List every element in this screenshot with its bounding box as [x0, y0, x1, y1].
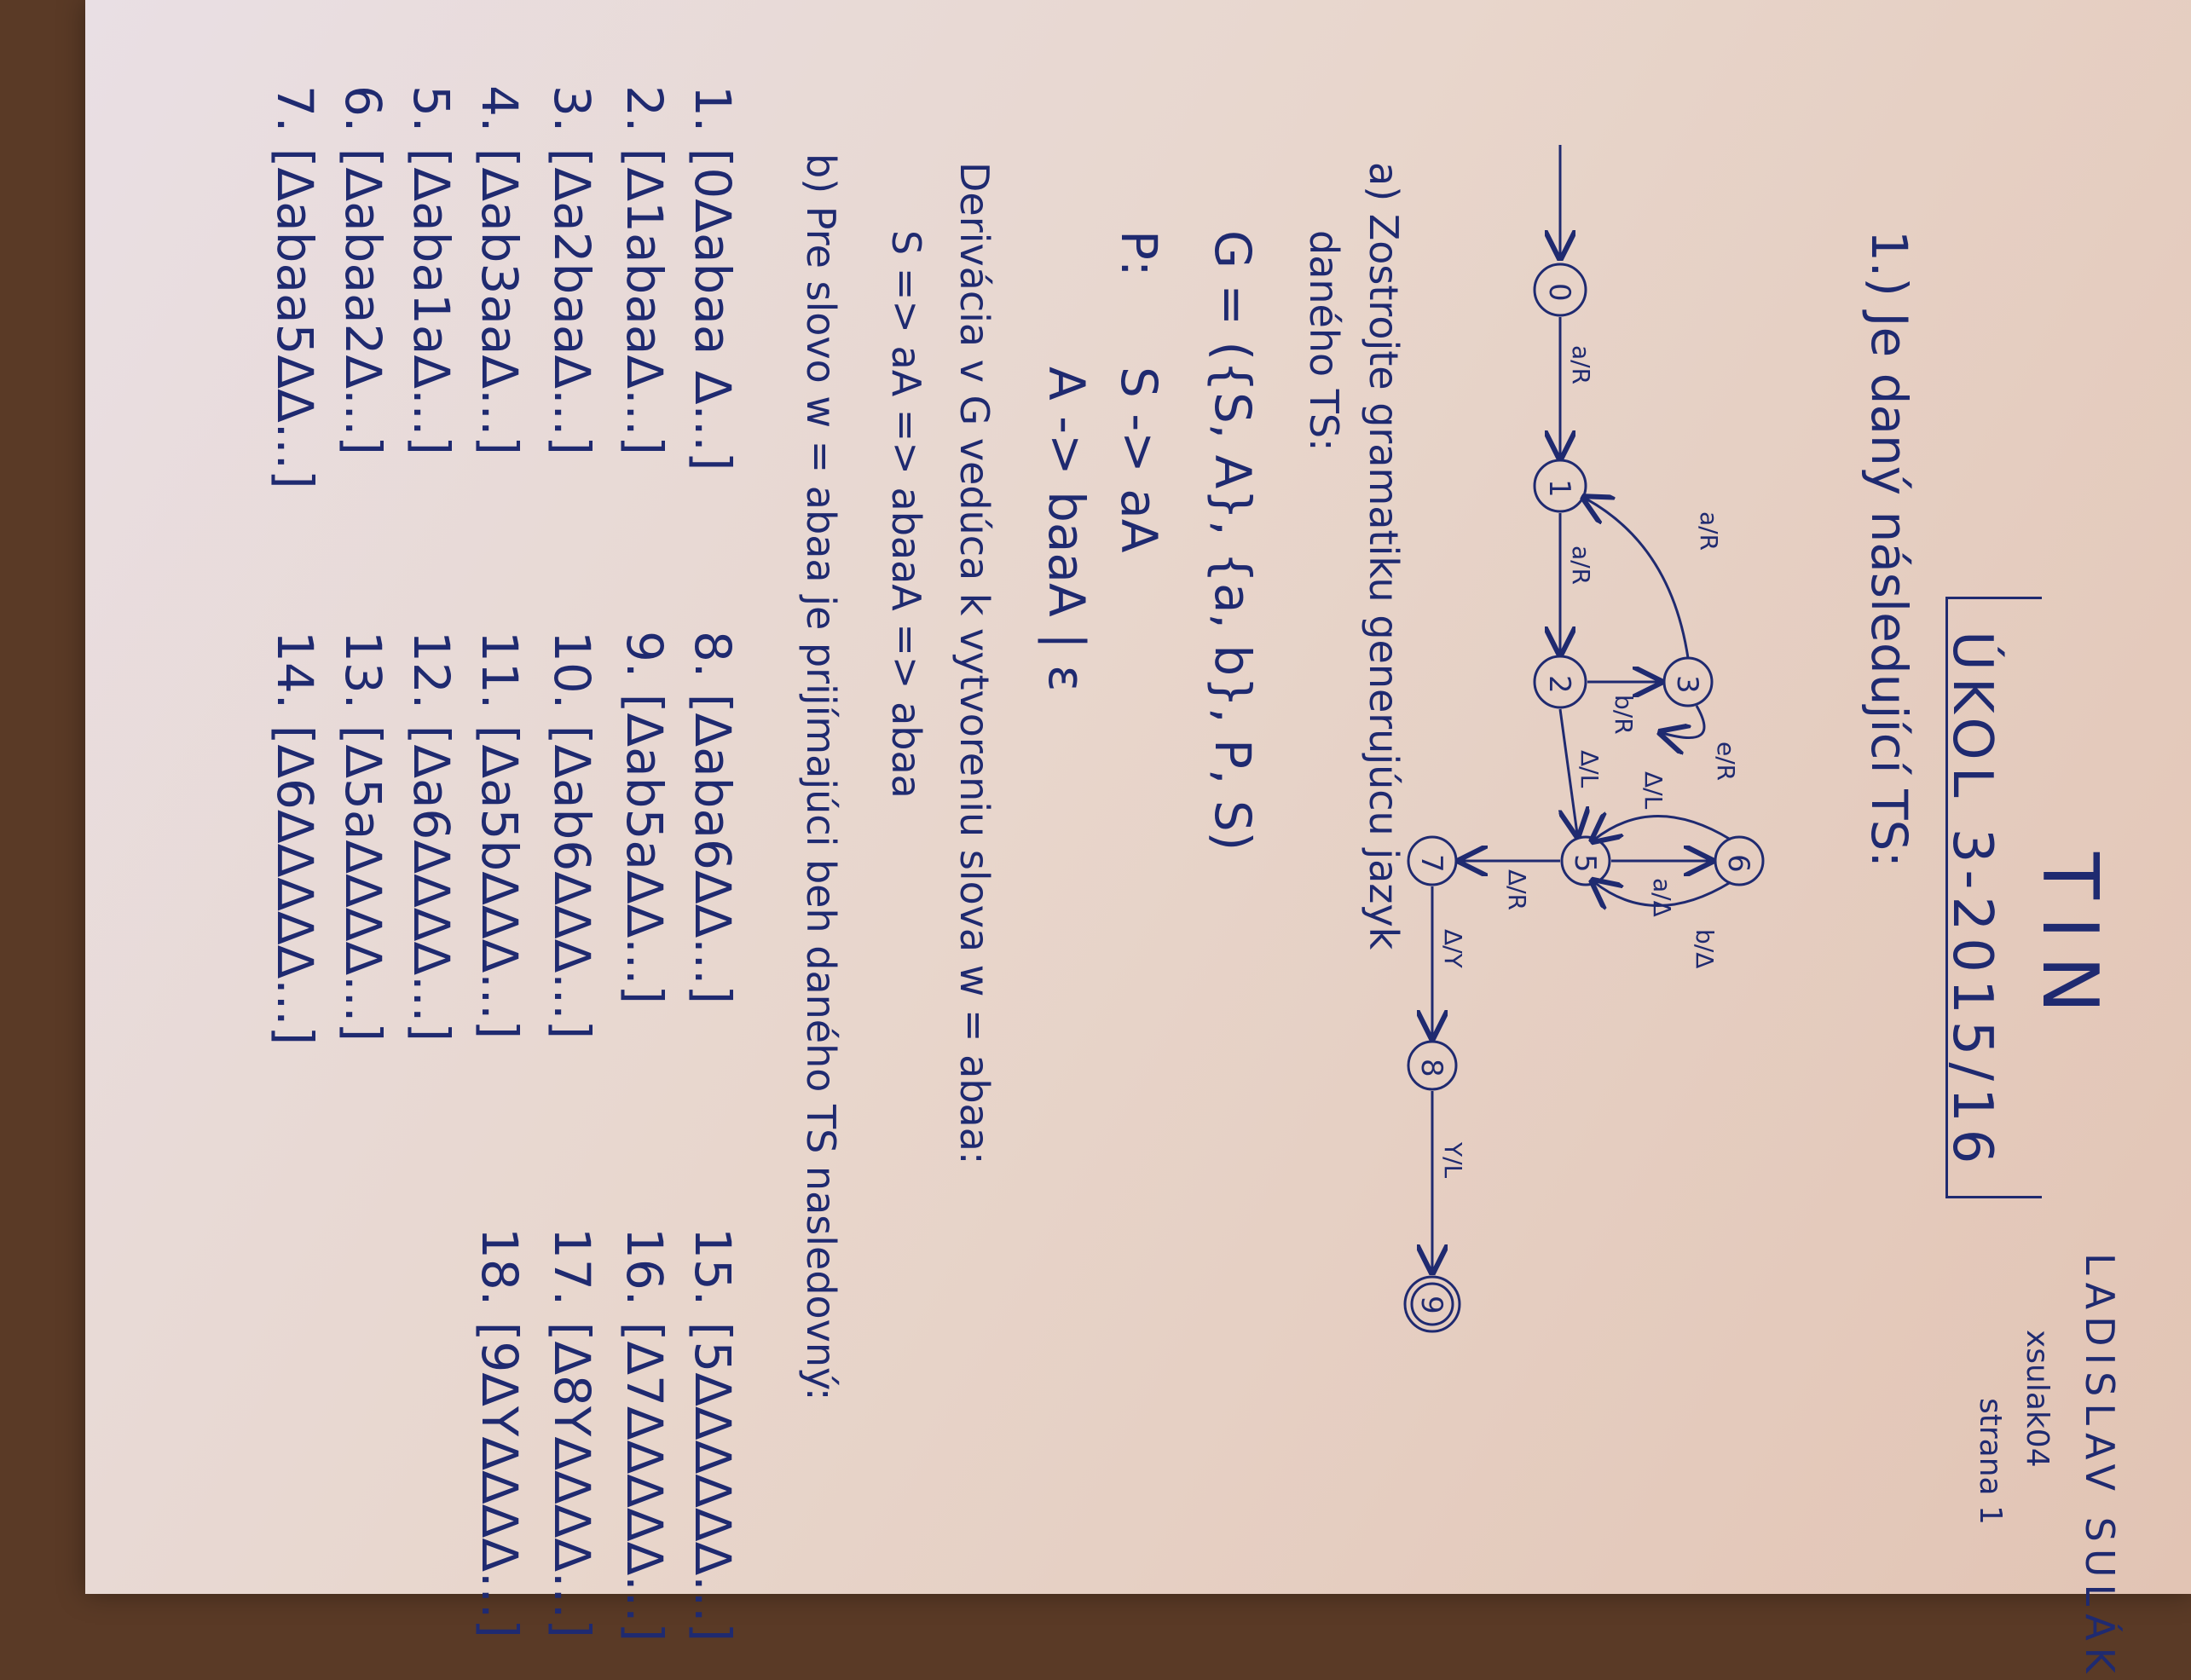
turing-machine-diagram: 0 1 2 3 5 6 7 8 9 a/R a/R a/R b/R e/R Δ/… [1403, 145, 1765, 1333]
run-step: 17. [Δ8YΔΔΔΔ...] [543, 1227, 601, 1638]
label-5-7: Δ/R [1503, 869, 1531, 910]
state-9 [1403, 1275, 1461, 1333]
paper-sheet [85, 0, 2191, 1594]
derivation-intro: Derivácia v G vedúca k vytvoreniu slova … [951, 162, 997, 1165]
label-1-2: a/R [1567, 546, 1595, 585]
assignment-box [1945, 597, 2042, 1198]
state-7 [1407, 835, 1458, 886]
rule-a: A -> baaA | ε [1038, 367, 1096, 692]
run-step: 8. [Δaba6ΔΔ...] [684, 631, 742, 1005]
arrow-6-5-left [1594, 817, 1731, 840]
state-label-1: 1 [1542, 479, 1576, 498]
label-2-5: Δ/L [1575, 750, 1604, 788]
arrow-2-5 [1560, 708, 1577, 834]
author-name: LADISLAV SULÁK [2077, 1253, 2123, 1680]
label-0-1: a/R [1567, 345, 1595, 384]
run-step: 6. [Δabaa2Δ...] [334, 85, 392, 456]
run-step: 9. [Δab5aΔΔ...] [616, 631, 673, 1005]
run-step: 1. [0Δabaa Δ...] [684, 85, 742, 471]
run-step: 12. [Δa6ΔΔΔΔ...] [402, 631, 460, 1042]
label-6-5-left: Δ/L [1639, 771, 1668, 810]
page-label: strana 1 [1973, 1398, 2008, 1525]
label-8-9: Y/L [1439, 1141, 1467, 1179]
arrow-6-5-right [1594, 882, 1731, 906]
label-3-1: a/R [1695, 511, 1723, 551]
run-step: 3. [Δa2baaΔ...] [543, 85, 601, 456]
part-a-heading-2: daného TS: [1301, 230, 1347, 452]
derivation: S => aA => abaaA => abaa [883, 230, 929, 799]
task1-heading: 1.) Je daný následující TS: [1860, 230, 1918, 868]
state-8 [1407, 1040, 1458, 1091]
label-5-6: a/Δ [1648, 878, 1676, 917]
state-label-9: 9 [1414, 1296, 1448, 1314]
grammar-definition: G = ({S, A}, {a, b}, P, S) [1204, 230, 1262, 852]
part-b-heading: b) Pre slovo w = abaa je prijímajúci beh… [798, 153, 844, 1401]
run-step: 11. [Δa5bΔΔΔ...] [471, 631, 529, 1040]
run-step: 15. [5ΔΔΔΔΔΔ...] [684, 1227, 742, 1642]
label-7-8: Δ/Y [1439, 929, 1467, 969]
state-label-5: 5 [1568, 854, 1602, 873]
state-9-accepting-ring [1410, 1282, 1454, 1326]
run-step: 10. [Δab6ΔΔΔ...] [543, 631, 601, 1040]
loop-3 [1662, 705, 1706, 738]
run-step: 13. [Δ5aΔΔΔΔ...] [334, 631, 392, 1042]
run-step: 14. [Δ6ΔΔΔΔΔ...] [266, 631, 324, 1046]
rules-label: P: [1110, 230, 1168, 277]
run-step: 18. [9ΔYΔΔΔΔ...] [471, 1227, 529, 1638]
state-label-2: 2 [1542, 675, 1576, 694]
rule-s: S -> aA [1110, 367, 1168, 553]
run-step: 5. [Δaba1aΔ...] [402, 85, 460, 456]
state-label-0: 0 [1542, 283, 1576, 302]
arrow-3-1 [1586, 499, 1690, 659]
label-2-3: b/R [1610, 695, 1638, 735]
run-step: 7. [Δabaa5ΔΔ...] [266, 85, 324, 489]
label-6-5-right: b/Δ [1691, 929, 1719, 968]
state-label-8: 8 [1414, 1059, 1448, 1077]
photo-stage: TIN ÚKOL 3-2015/16 LADISLAV SULÁK xsulak… [85, 0, 2191, 1680]
state-6 [1714, 835, 1765, 886]
run-step: 4. [Δab3aaΔ...] [471, 85, 529, 456]
part-a-heading: a) Zostrojte gramatiku generujúcu jazyk [1361, 162, 1407, 950]
state-label-3: 3 [1670, 675, 1704, 694]
state-label-7: 7 [1414, 854, 1448, 873]
state-label-6: 6 [1721, 854, 1755, 873]
run-step: 2. [Δ1abaaΔ...] [616, 85, 673, 456]
author-login: xsulak04 [2020, 1330, 2055, 1468]
handwritten-page: TIN ÚKOL 3-2015/16 LADISLAV SULÁK xsulak… [85, 0, 2191, 1680]
run-step: 16. [Δ7ΔΔΔΔΔ...] [616, 1227, 673, 1642]
state-0 [1533, 263, 1587, 317]
label-loop-3: e/R [1712, 742, 1740, 781]
